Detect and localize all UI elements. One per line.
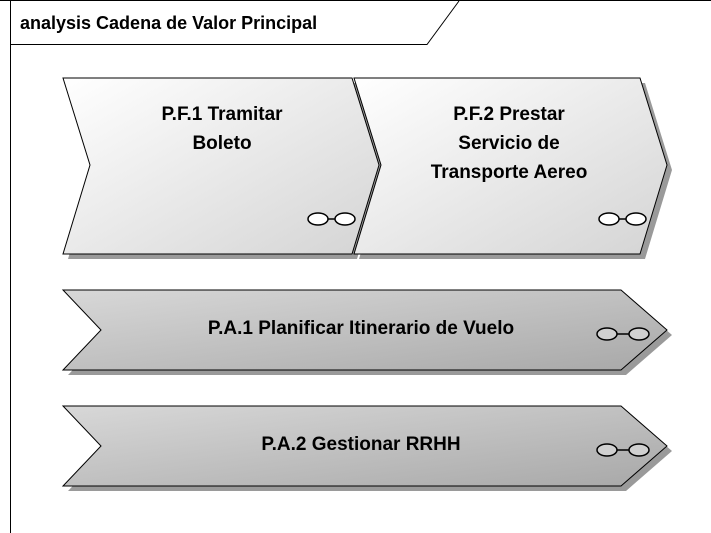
process-label-line: Servicio de bbox=[458, 133, 559, 154]
process-pa2[interactable]: P.A.2 Gestionar RRHH bbox=[61, 405, 672, 491]
chain-link-icon bbox=[596, 327, 650, 341]
process-label-line: P.A.1 Planificar Itinerario de Vuelo bbox=[208, 318, 514, 339]
chain-link-icon bbox=[307, 212, 356, 226]
process-label-line: Transporte Aereo bbox=[431, 162, 588, 183]
process-pa1[interactable]: P.A.1 Planificar Itinerario de Vuelo bbox=[61, 289, 672, 375]
process-shape bbox=[61, 289, 668, 371]
process-pf2[interactable]: P.F.2 Prestar Servicio de Transporte Aer… bbox=[353, 77, 672, 259]
process-shape bbox=[62, 77, 380, 255]
process-label-line: P.F.1 Tramitar bbox=[161, 104, 283, 125]
chain-link-icon bbox=[596, 443, 650, 457]
process-pf1[interactable]: P.F.1 Tramitar Boleto bbox=[62, 77, 384, 259]
process-label-line: P.F.2 Prestar bbox=[453, 104, 565, 125]
process-label-line: Boleto bbox=[192, 133, 251, 154]
frame-title-tab bbox=[10, 0, 460, 45]
process-shape bbox=[353, 77, 668, 255]
process-shape bbox=[61, 405, 668, 487]
frame-title: analysis Cadena de Valor Principal bbox=[20, 13, 317, 33]
chain-link-icon bbox=[598, 212, 647, 226]
process-label-line: P.A.2 Gestionar RRHH bbox=[261, 434, 460, 455]
